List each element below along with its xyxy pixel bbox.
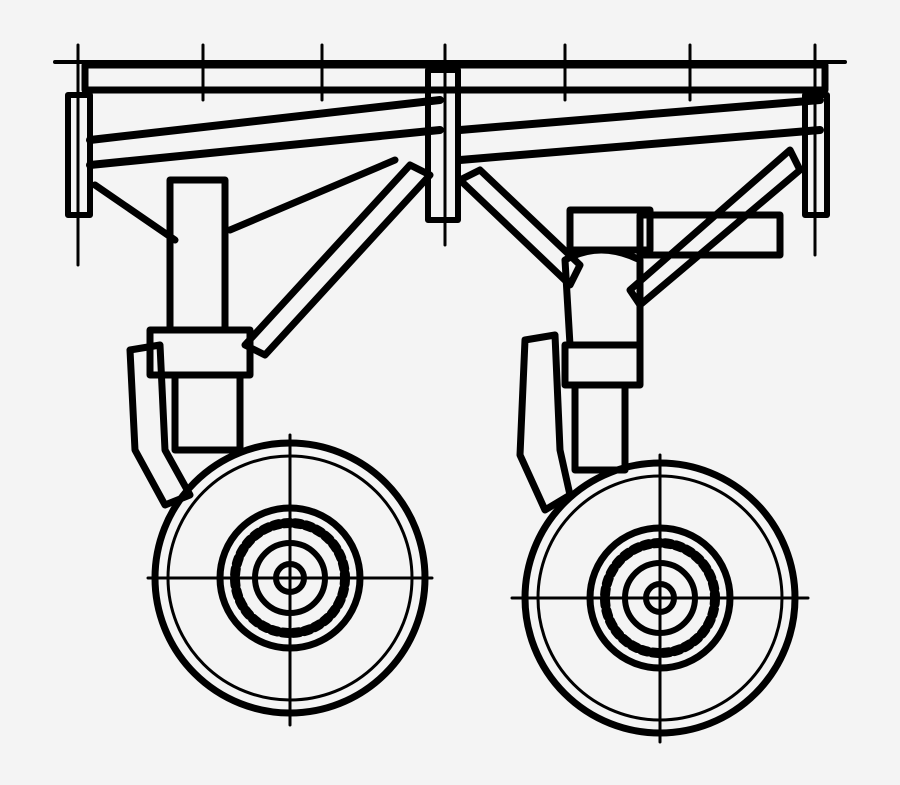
left-wheel xyxy=(146,433,434,727)
right-wheel xyxy=(510,453,810,744)
top-frame xyxy=(53,43,847,267)
left-gear-strut xyxy=(91,156,434,509)
